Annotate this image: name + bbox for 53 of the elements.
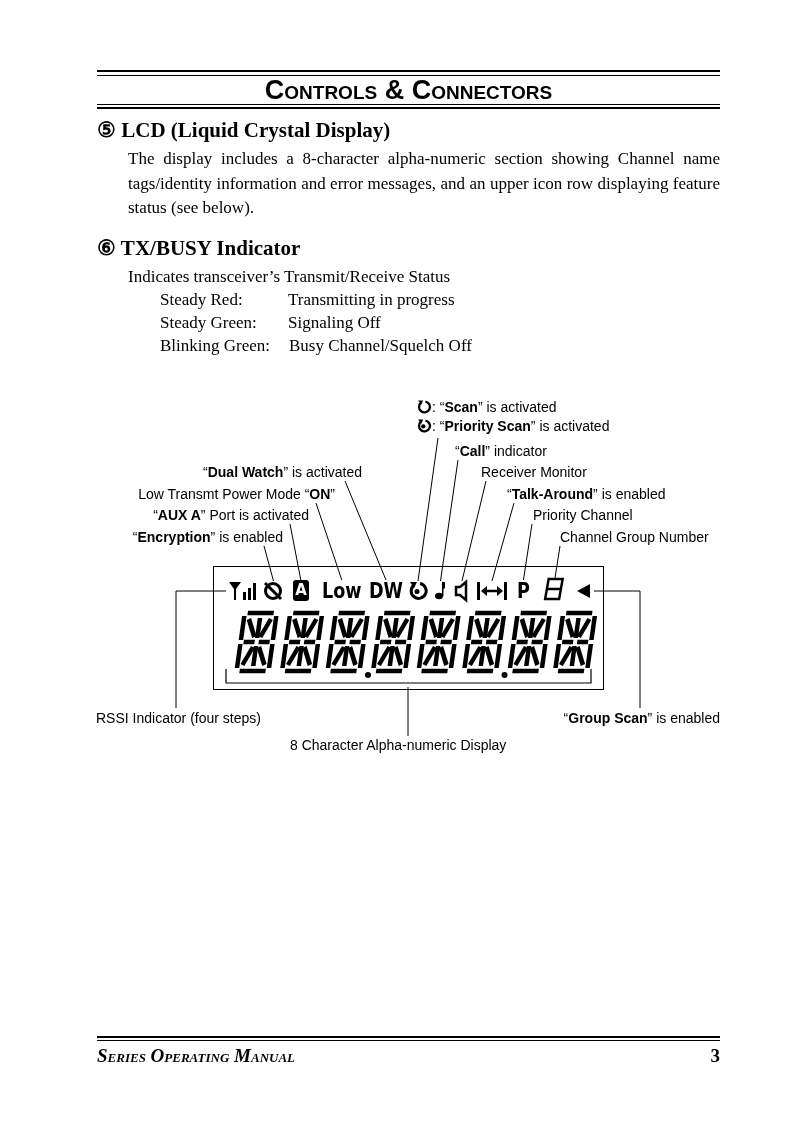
lcd-frame [213,566,604,690]
leader-line [407,686,409,737]
description-text: Indicates transceiver’s Transmit/Receive Status [128,267,451,287]
lcd-indicator: Low [322,579,362,603]
callout-label: Low Transmt Power Mode “ON” [138,486,335,502]
leader-line [263,545,274,582]
status-meaning: Signaling Off [288,313,381,333]
callout-label: Priority Channel [533,507,633,523]
leader-line [491,502,515,582]
callout-label: : “Priority Scan” is activated [432,418,610,434]
leader-line [175,590,227,709]
leader-line [522,523,533,581]
leader-line [417,437,439,582]
leader-line [440,459,459,582]
music-note-icon [434,580,447,601]
double-arrow-icon [476,580,508,602]
leader-line [289,523,302,582]
crossed-circle-icon [263,580,284,602]
leader-line [344,480,387,581]
status-meaning: Transmitting in progress [288,290,455,310]
section-heading: ⑤ LCD (Liquid Crystal Display) [97,118,391,143]
status-name: Steady Green: [160,313,257,333]
leader-line [554,545,561,579]
status-name: Steady Red: [160,290,243,310]
callout-label: : “Scan” is activated [432,399,557,415]
callout-label: “Call” indicator [455,443,547,459]
circular-arrow-icon [408,580,428,602]
lcd-indicator: DW [369,579,403,603]
leader-line [461,480,487,582]
callout-label: “Dual Watch” is activated [203,464,362,480]
callout-label: “Talk-Around” is enabled [507,486,666,502]
status-meaning: Busy Channel/Squelch Off [289,336,472,356]
section-heading: ⑥ TX/BUSY Indicator [97,236,301,261]
callout-label: “Encryption” is enabled [132,529,283,545]
signal-strength-icon [228,580,258,602]
callout-label: “Group Scan” is enabled [563,710,720,726]
lcd-indicator: P [517,579,530,603]
leader-line [315,502,343,581]
segment-display-drawing [225,609,595,687]
page-number: 3 [710,1045,720,1067]
lcd-indicator: A [293,580,309,601]
callout-label: RSSI Indicator (four steps) [96,710,261,726]
callout-label: Channel Group Number [560,529,709,545]
page-heading: Controls & Connectors [263,76,554,104]
description-paragraph: The display includes a 8-character alpha-numeric section showing Channel name tags/identity information and error messages, and an upper icon row displaying feature status (see below). [128,148,720,219]
triangle-icon [575,582,592,600]
leader-line [593,590,641,709]
callout-label: “AUX A” Port is activated [153,507,309,523]
status-name: Blinking Green: [160,336,270,356]
callout-label: 8 Character Alpha-numeric Display [290,737,507,753]
speaker-icon [454,580,470,602]
footer-title: Series Operating Manual [97,1045,296,1067]
callout-label: Receiver Monitor [481,464,587,480]
